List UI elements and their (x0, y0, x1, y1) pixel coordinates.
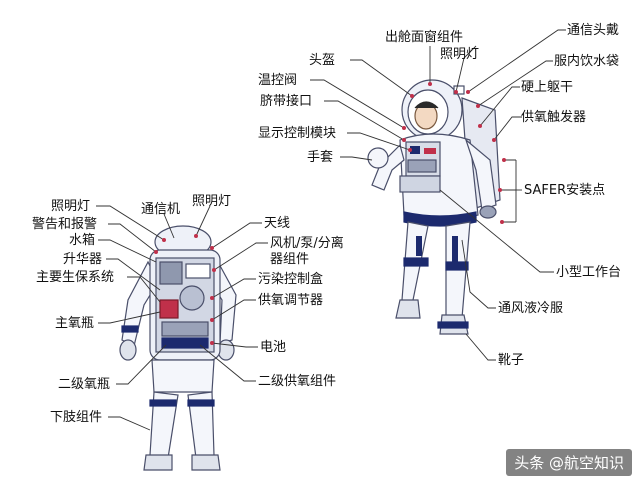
dot (402, 126, 406, 130)
label-erji-yangping: 二级氧瓶 (58, 377, 111, 392)
leader-safer-bracket (500, 159, 517, 223)
label-tianxian: 天线 (264, 216, 291, 231)
dot (210, 318, 214, 322)
leader-shoutao (340, 156, 373, 161)
dot (210, 296, 214, 300)
label-shoutao: 手套 (307, 150, 334, 165)
dot (212, 268, 216, 272)
label-zhuyangping: 主氧瓶 (55, 316, 95, 331)
dot (408, 148, 412, 152)
label-gongyang-chufaqi: 供氧触发器 (521, 110, 587, 125)
label-xianshi-kongzhi: 显示控制模块 (258, 126, 337, 141)
leader-dianchi (211, 342, 258, 348)
leader-zhaomingdeng-front (455, 45, 477, 93)
label-zhuyao-shengbao: 主要生保系统 (36, 270, 115, 285)
label-xuezi: 靴子 (498, 353, 525, 368)
connection-dots (154, 82, 506, 345)
dot (162, 238, 166, 242)
leader-shuixiang (98, 239, 157, 263)
front-astronaut-figure (367, 79, 501, 335)
label-erji-gongyang: 二级供氧组件 (258, 374, 337, 389)
leader-tianxian (211, 222, 262, 249)
label-xiazhi-zujian: 下肢组件 (50, 410, 103, 425)
dot (194, 234, 198, 238)
leader-erji-gongyang (199, 344, 256, 382)
leader-shengbao (127, 276, 161, 303)
label-toukui: 头盔 (309, 53, 336, 68)
leader-wuran (211, 278, 256, 299)
dot (498, 188, 502, 192)
label-zhaomingdeng-front: 照明灯 (440, 47, 480, 62)
dot (478, 124, 482, 128)
label-tongxin-toudai: 通信头戴 (567, 23, 620, 38)
label-wuran-kongzhihe: 污染控制盒 (258, 272, 324, 287)
leader-toukui (350, 59, 413, 97)
dot (428, 82, 432, 86)
label-xiaoxing-gongzuotai: 小型工作台 (556, 265, 622, 280)
leader-tongxinji (163, 213, 175, 239)
leader-erji-yangping (116, 344, 167, 385)
dot (210, 341, 214, 345)
leader-zhaomingdeng-back-right (195, 205, 211, 237)
leader-lines (96, 29, 566, 431)
dot (402, 138, 406, 142)
label-tongxinji: 通信机 (141, 202, 181, 217)
dot (492, 138, 496, 142)
leader-yeleng (461, 239, 496, 309)
leader-yinshuidai (477, 60, 553, 107)
leader-jinggao (108, 223, 157, 253)
leader-xuezi (465, 333, 496, 361)
label-fengji-beng-fenli-line1: 风机/泵/分离 (270, 236, 344, 251)
dot (466, 90, 470, 94)
label-jinggao-baojing: 警告和报警 (32, 217, 98, 232)
label-wenkongfa: 温控阀 (258, 73, 298, 88)
leader-xianshi (347, 132, 411, 151)
label-gongyang-tiaojieqi: 供氧调节器 (258, 293, 324, 308)
dot (500, 220, 504, 224)
leader-tongxin-toudai (467, 29, 566, 93)
leader-shenghuaqi (106, 258, 161, 291)
leader-xiazhi (108, 416, 151, 431)
leader-chufaqi (493, 116, 522, 141)
leader-gongzuotai (439, 189, 554, 273)
label-dianchi: 电池 (260, 340, 287, 355)
back-astronaut-figure (119, 225, 237, 471)
leader-fengji (213, 242, 268, 271)
dot (410, 94, 414, 98)
label-ying-shang-qugan: 硬上躯干 (521, 80, 574, 95)
label-shuixiang: 水箱 (69, 233, 96, 248)
leader-qugan (479, 86, 520, 127)
label-fu-nei-yinshuidai: 服内饮水袋 (554, 54, 620, 69)
dot (476, 104, 480, 108)
label-fengji-beng-fenli-line2: 器组件 (270, 252, 310, 267)
watermark: 头条 @航空知识 (506, 449, 632, 476)
label-zhaomingdeng-back-right: 照明灯 (192, 194, 232, 209)
leader-qidai (324, 100, 405, 141)
leader-zhaomingdeng-back-left (96, 205, 165, 241)
dot (154, 250, 158, 254)
label-chucang-mianchuang: 出舱面窗组件 (385, 30, 464, 45)
dot (454, 90, 458, 94)
label-safer: SAFER安装点 (524, 183, 606, 198)
label-qidai-jiekou: 脐带接口 (260, 94, 313, 109)
label-tongfeng-yeleng: 通风液冷服 (498, 301, 564, 316)
dot (210, 246, 214, 250)
leader-tiaojieqi (211, 299, 256, 321)
dot (502, 158, 506, 162)
label-shenghuaqi: 升华器 (63, 252, 103, 267)
label-zhaomingdeng-back-left: 照明灯 (51, 199, 91, 214)
leader-zhuyangping (98, 311, 161, 324)
leader-wenkongfa (310, 79, 405, 129)
